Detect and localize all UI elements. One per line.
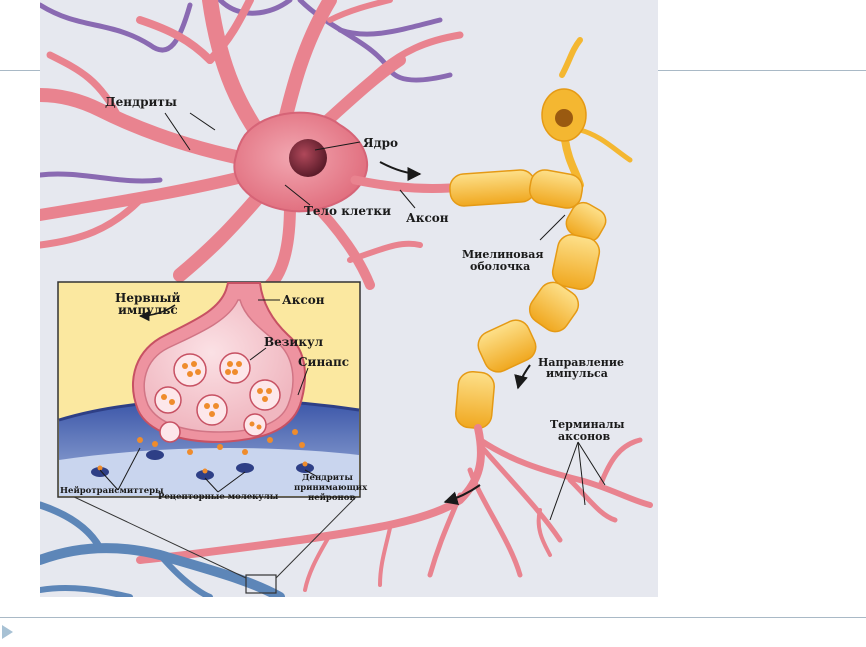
impulse-arrow-soma <box>379 161 422 181</box>
label-terminals-1: Терминалы <box>550 418 625 431</box>
inset-label-synapse: Синапс <box>298 355 349 369</box>
vesicles <box>154 352 281 443</box>
inset-label-receptor-molecules: Рецепторные молекулы <box>158 492 279 502</box>
label-cell-body: Тело клетки <box>304 204 391 218</box>
inset-label-receiving-dendrites-2: принимающих <box>294 483 368 493</box>
impulse-arrow-direction <box>514 364 531 390</box>
slide-bullet-icon <box>2 625 13 639</box>
label-nucleus: Ядро <box>363 136 398 150</box>
detail-box <box>245 574 277 594</box>
top-divider-right <box>658 70 866 71</box>
label-dendrites: Дендриты <box>105 95 177 109</box>
inset-label-axon: Аксон <box>282 293 325 307</box>
inset-label-vesicle: Везикул <box>264 335 324 349</box>
label-terminals-2: аксонов <box>558 430 610 443</box>
axon <box>350 175 455 193</box>
blue-neuron <box>40 501 285 597</box>
synapse-inset <box>57 281 361 498</box>
neuron-diagram: Дендриты Ядро Тело клетки Аксон Миелинов… <box>40 0 658 597</box>
neurotransmitters <box>137 429 305 455</box>
detail-leader-right <box>275 494 359 579</box>
detail-leader-left <box>69 494 247 579</box>
inset-label-impulse-1: Нервный <box>115 291 181 305</box>
inset-label-impulse-2: импульс <box>118 303 178 317</box>
inset-label-neurotransmitters: Нейротрансмиттеры <box>60 485 164 496</box>
inset-label-receiving-dendrites-3: нейронов <box>308 492 355 503</box>
nucleus <box>289 139 327 177</box>
label-leaders <box>164 112 606 521</box>
label-myelin-2: оболочка <box>470 260 530 273</box>
label-axon: Аксон <box>406 211 449 225</box>
label-direction-1: Направление <box>538 356 624 369</box>
bottom-divider <box>0 617 866 618</box>
receptor-molecules <box>91 450 314 480</box>
inset-label-receiving-dendrites-1: Дендриты <box>302 473 353 483</box>
label-myelin-1: Миелиновая <box>462 248 544 261</box>
myelin-sheath <box>449 169 607 430</box>
label-direction-2: импульса <box>546 367 608 380</box>
top-divider-left <box>0 70 40 71</box>
impulse-arrow-terminals <box>443 484 481 505</box>
vesicle-dots <box>161 361 272 430</box>
axon-terminals <box>136 424 653 592</box>
